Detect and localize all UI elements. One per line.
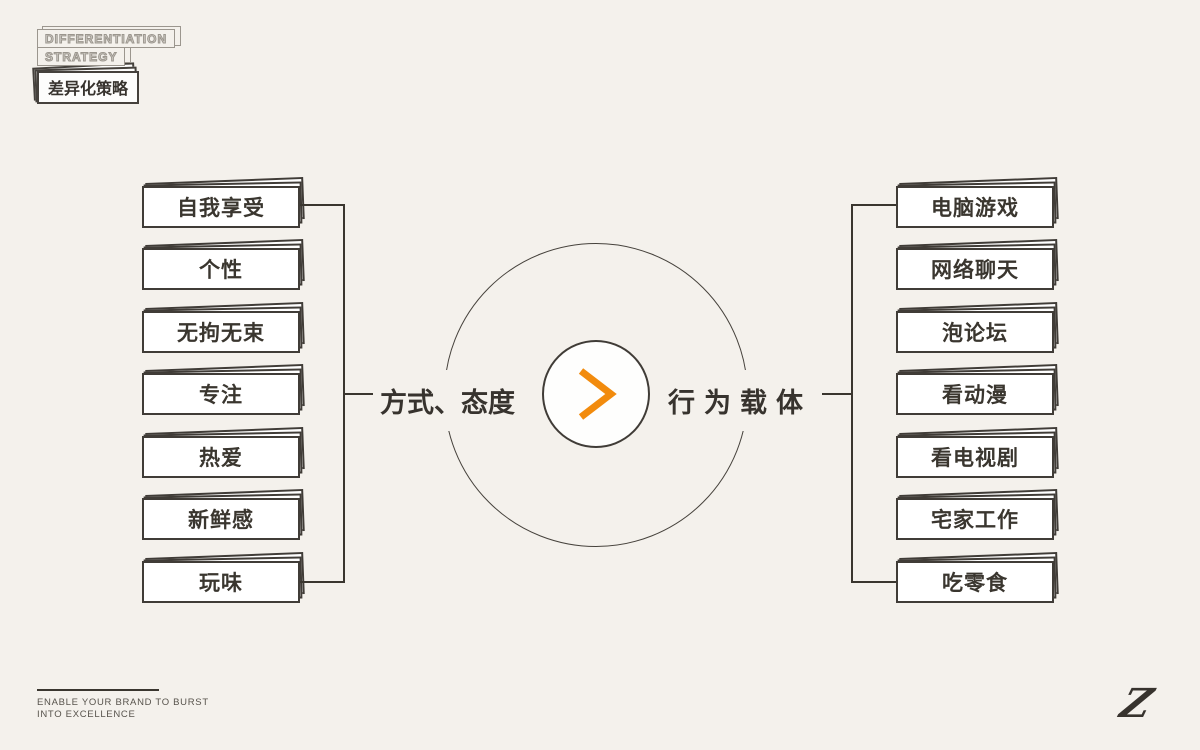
right-card: 电脑游戏	[896, 186, 1054, 228]
right-bracket-top-line	[851, 204, 896, 206]
left-card: 个性	[142, 248, 300, 290]
header-title-line2: STRATEGY	[37, 46, 126, 66]
header-title-line1: DIFFERENTIATION	[37, 29, 176, 48]
right-card: 宅家工作	[896, 498, 1054, 540]
right-card: 看电视剧	[896, 436, 1054, 478]
header-subtitle: 差异化策略	[37, 70, 140, 104]
left-card: 新鲜感	[142, 498, 300, 540]
footer-divider-line	[37, 689, 159, 691]
left-card: 玩味	[142, 561, 300, 603]
left-bracket-top-line	[300, 204, 345, 206]
left-bracket-stub-line	[343, 393, 373, 395]
left-card: 专注	[142, 373, 300, 415]
right-group-label: 行为载体	[662, 370, 818, 431]
right-bracket-bottom-line	[851, 581, 896, 583]
center-circle	[542, 340, 650, 448]
chevron-right-icon	[578, 368, 617, 420]
right-bracket-stub-line	[822, 393, 853, 395]
footer-tagline-line2: INTO EXCELLENCE	[37, 709, 136, 720]
right-card: 泡论坛	[896, 311, 1054, 353]
left-card: 无拘无束	[142, 311, 300, 353]
header: DIFFERENTIATION STRATEGY 差异化策略	[37, 29, 176, 104]
right-card: 看动漫	[896, 373, 1054, 415]
brand-z-logo: Z	[1115, 680, 1158, 727]
footer-tagline: ENABLE YOUR BRAND TO BURST INTO EXCELLEN…	[37, 697, 209, 721]
left-card: 自我享受	[142, 186, 300, 228]
left-bracket-bottom-line	[300, 581, 345, 583]
right-card: 网络聊天	[896, 248, 1054, 290]
left-group-label: 方式、态度	[374, 370, 521, 431]
right-card: 吃零食	[896, 561, 1054, 603]
footer-tagline-line1: ENABLE YOUR BRAND TO BURST	[37, 697, 209, 708]
left-card: 热爱	[142, 436, 300, 478]
